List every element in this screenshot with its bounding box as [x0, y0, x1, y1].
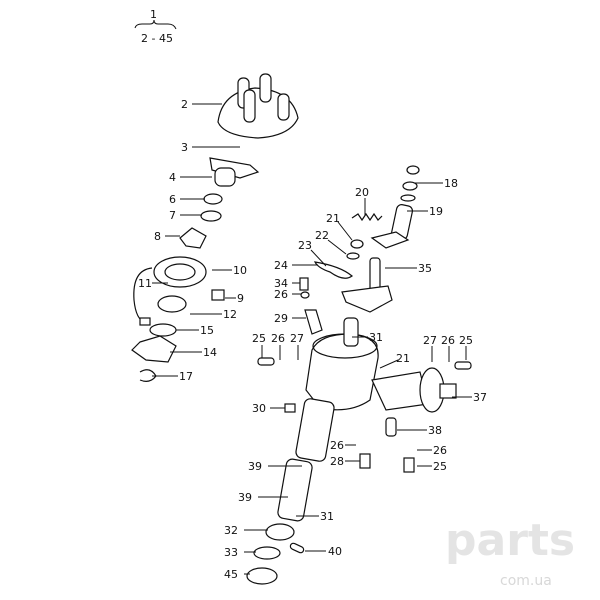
callout: 4 — [169, 171, 176, 184]
callout: 12 — [223, 308, 237, 321]
screw-25-lower — [403, 457, 415, 473]
callout: 31 — [369, 331, 383, 344]
leader-lines — [152, 103, 472, 575]
housing — [265, 317, 379, 541]
plate-8 — [179, 227, 207, 249]
callout: 14 — [203, 346, 217, 359]
callout: 24 — [274, 259, 288, 272]
callout: 40 — [328, 545, 342, 558]
callout: 32 — [224, 524, 238, 537]
callout: 33 — [224, 546, 238, 559]
callout-labels: 2 3 4 6 7 8 10 11 9 12 15 14 17 18 19 20… — [138, 98, 487, 581]
callout: 35 — [418, 262, 432, 275]
watermark-domain: com.ua — [500, 573, 552, 589]
callout: 31 — [320, 510, 334, 523]
breaker-plate — [133, 256, 207, 326]
callout: 26 — [330, 439, 344, 452]
assembly-number: 1 — [150, 8, 157, 21]
callout: 19 — [429, 205, 443, 218]
callout: 30 — [252, 402, 266, 415]
clip-9 — [211, 289, 225, 301]
callout: 7 — [169, 209, 176, 222]
callout: 22 — [315, 229, 329, 242]
callout: 34 — [274, 277, 288, 290]
seal-45 — [246, 567, 278, 585]
callout: 26 — [441, 334, 455, 347]
callout: 15 — [200, 324, 214, 337]
callout: 21 — [396, 352, 410, 365]
callout: 25 — [252, 332, 266, 345]
callout: 28 — [330, 455, 344, 468]
callout: 2 — [181, 98, 188, 111]
rotor — [209, 157, 260, 187]
callout: 10 — [233, 264, 247, 277]
clip-26 — [300, 291, 310, 299]
shaft-19 — [370, 165, 420, 249]
callout: 6 — [169, 193, 176, 206]
ring-6 — [203, 193, 223, 205]
spring-20 — [351, 212, 383, 222]
watermark: parts — [445, 515, 575, 566]
callout: 27 — [423, 334, 437, 347]
screw-34 — [299, 277, 309, 291]
callout: 23 — [298, 239, 312, 252]
callout: 39 — [248, 460, 262, 473]
callout: 8 — [154, 230, 161, 243]
callout: 29 — [274, 312, 288, 325]
weight-23 — [313, 261, 353, 279]
vacuum-unit — [371, 367, 457, 413]
distributor-cap — [217, 73, 299, 139]
callout: 26 — [271, 332, 285, 345]
callout: 26 — [433, 444, 447, 457]
callout: 25 — [459, 334, 473, 347]
clip-21 — [350, 239, 364, 249]
callout: 45 — [224, 568, 238, 581]
washer-7 — [200, 210, 222, 222]
ring-33 — [253, 546, 281, 560]
assembly-bracket — [134, 19, 177, 30]
washer-22 — [346, 252, 360, 260]
ring-15 — [149, 323, 177, 337]
assembly-range: 2 - 45 — [141, 32, 173, 45]
callout: 17 — [179, 370, 193, 383]
pin-40 — [289, 542, 305, 554]
callout: 26 — [274, 288, 288, 301]
assembly-header: 1 2 - 45 — [134, 8, 177, 45]
centrifugal-plate — [341, 257, 393, 313]
callout: 9 — [237, 292, 244, 305]
lever-29 — [304, 309, 323, 335]
part-38 — [385, 417, 397, 437]
callout: 37 — [473, 391, 487, 404]
callout: 3 — [181, 141, 188, 154]
screw-25-right — [454, 361, 472, 370]
callout: 39 — [238, 491, 252, 504]
callout: 21 — [326, 212, 340, 225]
screw-25-left — [257, 357, 275, 366]
contact-set-11 — [157, 295, 187, 313]
callout: 25 — [433, 460, 447, 473]
callout: 38 — [428, 424, 442, 437]
callout: 27 — [290, 332, 304, 345]
callout: 18 — [444, 177, 458, 190]
pin-30 — [284, 403, 296, 413]
callout: 20 — [355, 186, 369, 199]
plate-14 — [131, 335, 177, 363]
callout: 11 — [138, 277, 152, 290]
screw-28 — [359, 453, 371, 469]
